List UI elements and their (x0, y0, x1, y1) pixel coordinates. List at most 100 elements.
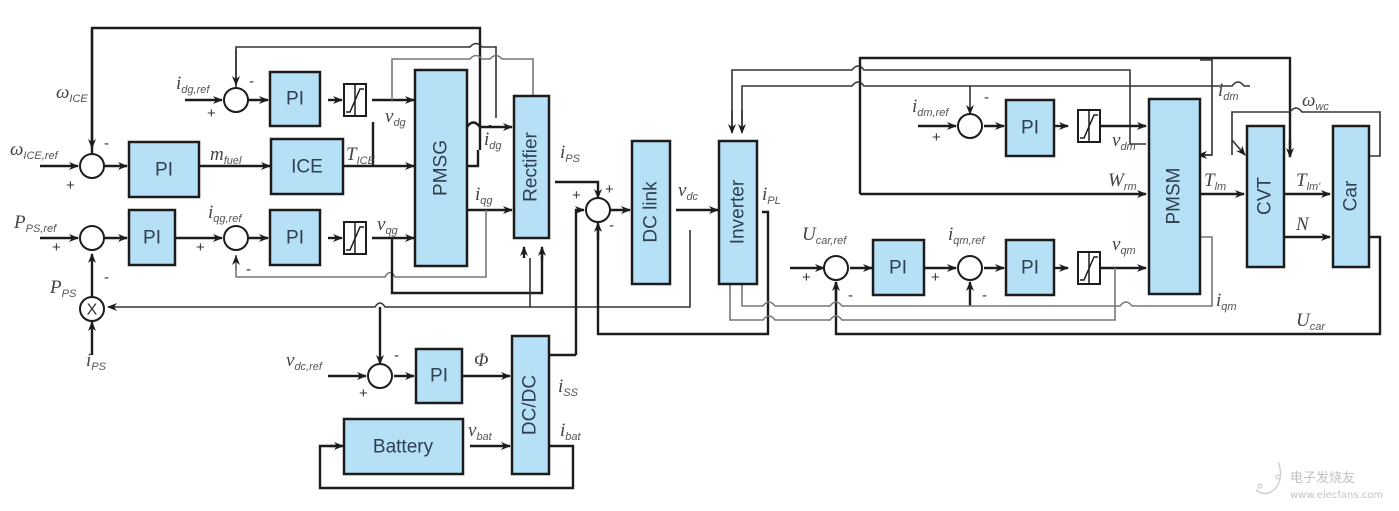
wire-vdg-to-rectifier (391, 54, 534, 100)
svg-text:PI: PI (143, 228, 161, 249)
label-ips-input: iPS (86, 350, 107, 373)
svg-text:-: - (104, 135, 109, 152)
label-idg: idg (484, 129, 502, 152)
svg-text:CVT: CVT (1255, 177, 1276, 215)
svg-text:PMSM: PMSM (1164, 168, 1185, 225)
block-ice: ICE (269, 137, 345, 196)
label-iqm-ref: iqm,ref (948, 224, 985, 247)
signs: + - + - + - + - + + - + - + - + - + - (52, 73, 989, 402)
svg-text:PI: PI (286, 89, 304, 110)
watermark-logo-icon (1255, 461, 1282, 495)
wire-cvt-feedback (858, 56, 1292, 194)
block-rectifier: Rectifier (512, 94, 551, 240)
watermark: 电子发烧友 www.elecfans.com (1255, 461, 1383, 501)
label-vbat: vbat (468, 420, 493, 443)
svg-text:PI: PI (286, 228, 304, 249)
saturation-icon (1077, 251, 1101, 285)
label-ips: iPS (560, 142, 581, 165)
wire-ipl-feedback (596, 210, 770, 336)
label-vdg: vdg (385, 106, 407, 129)
label-pps: PPS (49, 277, 77, 300)
svg-text:-: - (984, 89, 989, 106)
saturation-blocks (343, 83, 1101, 285)
svg-text:PMSG: PMSG (431, 140, 452, 196)
label-idg-ref: idg,ref (176, 73, 210, 96)
svg-text:Car: Car (1341, 180, 1362, 211)
sum-dc-current (585, 197, 611, 223)
block-pmsm: PMSM (1147, 97, 1202, 296)
wire-iqg-feedback (235, 210, 487, 278)
wire-ibat-loop (318, 444, 575, 490)
sum-idm (957, 113, 983, 139)
wire-wrm-feedback (741, 81, 1250, 131)
svg-text:+: + (932, 129, 941, 146)
svg-text:+: + (52, 239, 61, 256)
block-pi-idg: PI (268, 70, 322, 128)
label-tlm: Tlm (1204, 170, 1226, 193)
sum-idg (223, 87, 249, 113)
label-wrm: Wrm (1108, 170, 1137, 193)
svg-text:DC/DC: DC/DC (520, 375, 541, 435)
label-vqg: vqg (377, 214, 399, 237)
sum-ucar (823, 255, 849, 281)
label-omega-ice: ωICE (56, 82, 88, 105)
svg-text:Inverter: Inverter (728, 179, 749, 244)
label-m-fuel: mfuel (210, 144, 242, 167)
label-iqg-ref: iqg,ref (208, 202, 242, 225)
multiplier (79, 296, 105, 322)
svg-text:DC link: DC link (641, 181, 662, 243)
sum-iqm (957, 255, 983, 281)
svg-text:PI: PI (889, 258, 907, 279)
label-phi: Φ (474, 350, 488, 371)
saturation-icon (343, 221, 367, 255)
svg-text:-: - (246, 261, 251, 278)
svg-text:+: + (931, 269, 940, 286)
wire-ips (555, 180, 602, 199)
svg-text:-: - (249, 73, 254, 90)
sum-vdc (367, 363, 393, 389)
svg-text:+: + (207, 105, 216, 122)
block-dc-link: DC link (630, 139, 672, 286)
label-vdc: vdc (678, 180, 699, 203)
block-pi-iqm: PI (1004, 238, 1056, 297)
label-omega-ice-ref: ωICE,ref (10, 139, 59, 162)
label-ucar-ref: Ucar,ref (802, 224, 847, 247)
saturation-icon (343, 83, 367, 117)
svg-text:+: + (66, 177, 75, 194)
svg-text:PI: PI (155, 160, 173, 181)
saturation-icon (1077, 109, 1101, 143)
svg-text:Rectifier: Rectifier (521, 131, 542, 201)
wire-omega-wc (1231, 107, 1381, 157)
label-iss: iSS (558, 376, 579, 399)
block-inverter: Inverter (717, 139, 759, 286)
block-pi-idm: PI (1004, 98, 1056, 158)
svg-text:ICE: ICE (291, 157, 323, 178)
svg-text:PI: PI (430, 366, 448, 387)
svg-text:Battery: Battery (373, 437, 434, 458)
multiplier-label: X (87, 302, 98, 319)
block-dcdc: DC/DC (510, 334, 551, 476)
svg-text:-: - (848, 287, 853, 304)
label-idm: idm (1218, 80, 1239, 103)
label-ipl: iPL (762, 184, 781, 207)
label-ucar: Ucar (1296, 310, 1326, 333)
sum-power (79, 225, 105, 251)
summing-junctions: X (79, 87, 983, 389)
signal-labels: ωICE ωICE,ref idg,ref mfuel TICE vdg idg… (10, 73, 1329, 443)
block-cvt: CVT (1245, 124, 1286, 269)
wire-vqm-feedback (729, 268, 1116, 321)
label-pps-ref: PPS,ref (13, 212, 57, 235)
label-vqm: vqm (1112, 234, 1136, 257)
wire-iqm-feedback (741, 236, 1213, 307)
svg-text:+: + (802, 269, 811, 286)
sum-iqg (223, 225, 249, 251)
block-pi-power: PI (127, 208, 177, 267)
svg-text:+: + (572, 187, 581, 204)
block-pmsg: PMSG (413, 68, 469, 268)
svg-text:+: + (605, 181, 614, 198)
wire-vqg-to-rectifier (390, 238, 544, 295)
watermark-url: www.elecfans.com (1290, 490, 1383, 501)
svg-text:PI: PI (1021, 258, 1039, 279)
wire-iss (574, 206, 585, 355)
